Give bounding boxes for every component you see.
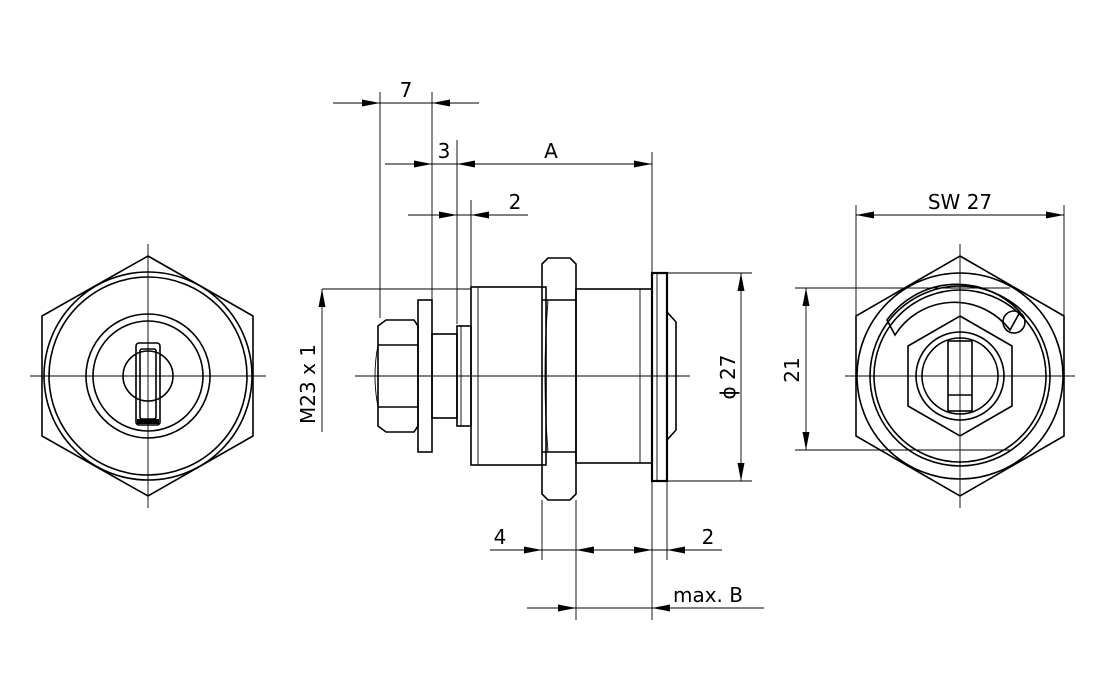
arrow-dia-bottom [737, 463, 745, 481]
label-diameter: ϕ 27 [716, 355, 740, 400]
label-21: 21 [780, 357, 804, 382]
cam-nut [377, 319, 419, 433]
arrow-21-top [802, 288, 810, 306]
label-2-bottom: 2 [702, 525, 715, 549]
arrow-A-right [634, 160, 652, 168]
back-cam-stop [1002, 310, 1026, 334]
arrow-7-left [362, 99, 380, 107]
label-thread: M23 x 1 [296, 344, 320, 424]
label-2-top: 2 [509, 190, 522, 214]
arrow-max-b-left [558, 604, 576, 612]
back-view [845, 244, 1075, 508]
mounting-nut [541, 257, 577, 501]
arrow-sw-right [1046, 211, 1064, 219]
arrow-max-b-right [652, 604, 670, 612]
arrow-4-left [524, 546, 542, 554]
label-4: 4 [494, 525, 507, 549]
side-view [355, 257, 690, 501]
label-7: 7 [400, 78, 413, 102]
arrow-2-top-left [439, 211, 457, 219]
arrow-3-right [457, 160, 475, 168]
arrow-3-left [414, 160, 432, 168]
arrow-2-bottom-right [667, 546, 685, 554]
label-3: 3 [438, 139, 451, 163]
arrow-7-right [432, 99, 450, 107]
arrow-sw-left [856, 211, 874, 219]
dimensions: 7 3 A 2 4 2 max. B M23 x 1 [296, 78, 1065, 620]
label-sw27: SW 27 [928, 190, 992, 214]
arrow-4-right [576, 546, 594, 554]
arrow-dia-top [737, 273, 745, 291]
label-A: A [544, 139, 558, 163]
front-view [30, 244, 266, 508]
arrow-2-top-right [471, 211, 489, 219]
label-max-b: max. B [673, 583, 743, 607]
arrow-21-bottom [802, 432, 810, 450]
front-flange [650, 271, 669, 483]
arrow-thread-top [318, 289, 326, 307]
arrow-2-bottom-left [634, 546, 652, 554]
back-cam-crescent [886, 283, 1021, 337]
